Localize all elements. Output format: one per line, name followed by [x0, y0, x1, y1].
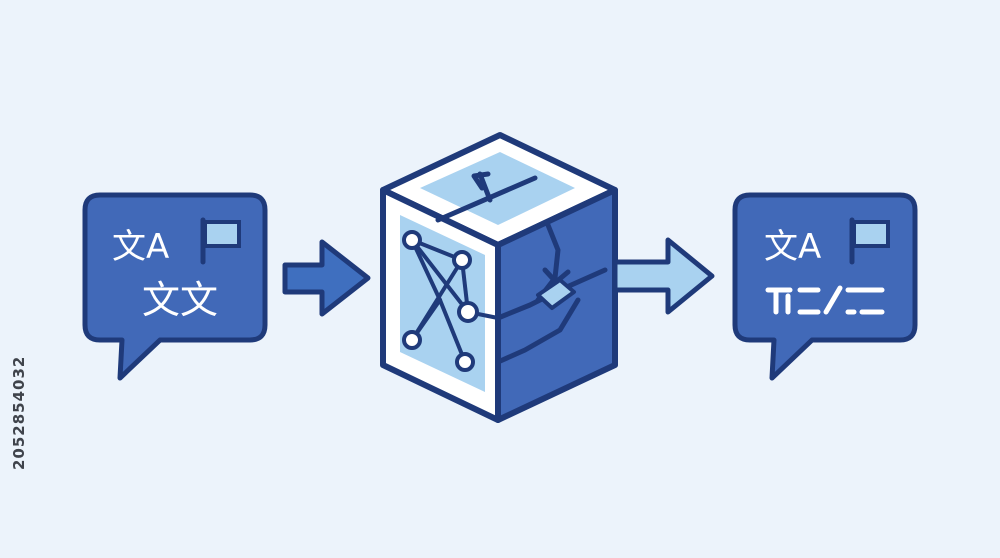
- target-language-bubble: 文A: [732, 192, 918, 381]
- cube-top-arrow: [435, 171, 538, 223]
- cube-right-highlight: [536, 278, 576, 310]
- source-glyph-row-2: 文文: [142, 278, 218, 322]
- network-node: [402, 330, 422, 350]
- source-glyph-row-1: 文A: [112, 227, 169, 267]
- translated-text-lines: [765, 285, 885, 315]
- network-node: [452, 250, 472, 270]
- source-flag-icon: [200, 217, 241, 265]
- network-node: [455, 352, 475, 372]
- stock-id-watermark: 2052854032: [10, 355, 28, 470]
- arrow-right-icon: [282, 239, 371, 317]
- target-glyph-row-1: 文A: [764, 227, 821, 267]
- source-language-bubble: 文A 文文: [82, 192, 268, 381]
- arrow-right-icon: [612, 237, 715, 315]
- neural-network-cube-icon: [380, 132, 618, 423]
- target-flag-icon: [849, 217, 890, 265]
- network-node: [457, 301, 479, 323]
- network-node: [402, 230, 422, 250]
- cube-top-panel: [420, 152, 575, 225]
- network-nodes: [402, 230, 479, 372]
